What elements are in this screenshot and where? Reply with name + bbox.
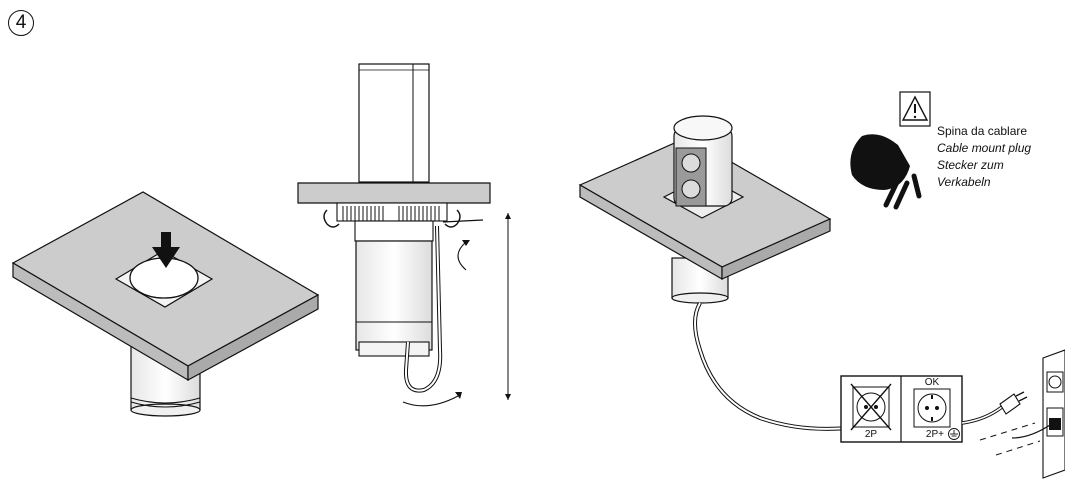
earth-ground-icon bbox=[948, 428, 960, 440]
socket-2p-earth-label: 2P+ bbox=[925, 429, 944, 440]
socket-2p-label: 2P bbox=[864, 429, 878, 440]
step-number-badge: 4 bbox=[8, 10, 34, 36]
worktop-push-figure bbox=[11, 191, 320, 417]
socket-2p-rejected bbox=[850, 383, 892, 431]
cable-mount-plug-illustration bbox=[850, 134, 922, 210]
warning-label-italian: Spina da cablare bbox=[937, 124, 1028, 138]
socket-ok-label: OK bbox=[924, 377, 940, 388]
socket-compatibility-panel bbox=[840, 375, 963, 443]
socket-2p-earth-approved bbox=[913, 388, 951, 428]
warning-label-german-2: Verkabeln bbox=[937, 175, 991, 189]
push-down-arrow bbox=[152, 232, 180, 268]
cover-flange bbox=[114, 250, 214, 308]
column-side-view bbox=[297, 63, 511, 407]
warning-label-german-1: Stecker zum bbox=[937, 158, 1004, 172]
installed-column-figure bbox=[578, 115, 849, 431]
warning-triangle-icon bbox=[899, 91, 931, 127]
warning-label-english: Cable mount plug bbox=[937, 141, 1032, 155]
plug-and-wall-socket bbox=[961, 349, 1065, 479]
